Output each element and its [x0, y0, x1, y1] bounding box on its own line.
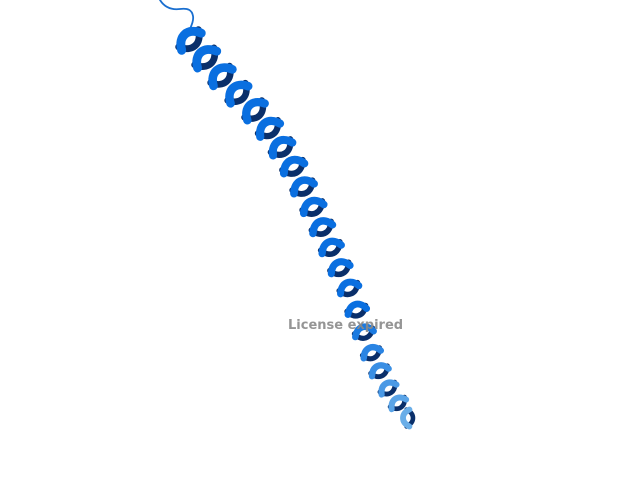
helix-turn-front	[388, 394, 410, 413]
terminal-coil	[159, 0, 195, 35]
helix-turn-front	[344, 300, 371, 318]
helix-turn-front	[318, 237, 345, 258]
helix-turn-front	[327, 258, 354, 278]
helix-turn-front	[309, 217, 337, 238]
helix-turn-front	[225, 80, 253, 108]
helix-turn-front	[400, 406, 413, 430]
helix-turn-front	[256, 116, 285, 141]
helix-turn-front	[279, 155, 309, 178]
helix-turn-front	[337, 278, 363, 298]
helix-turn-front	[352, 323, 377, 341]
helix-turn-front	[290, 176, 318, 198]
helix-turns	[175, 26, 416, 430]
helix-turn-front	[299, 196, 328, 218]
helix-turn-front	[176, 26, 206, 55]
helix-turn-front	[268, 135, 297, 160]
helix-turn-front	[192, 45, 222, 73]
helix-turn-front	[368, 362, 392, 380]
helix-turn-front	[208, 63, 237, 91]
helix-turn-front	[378, 379, 400, 398]
helix-turn-front	[360, 344, 385, 362]
helix-turn-front	[242, 98, 269, 125]
